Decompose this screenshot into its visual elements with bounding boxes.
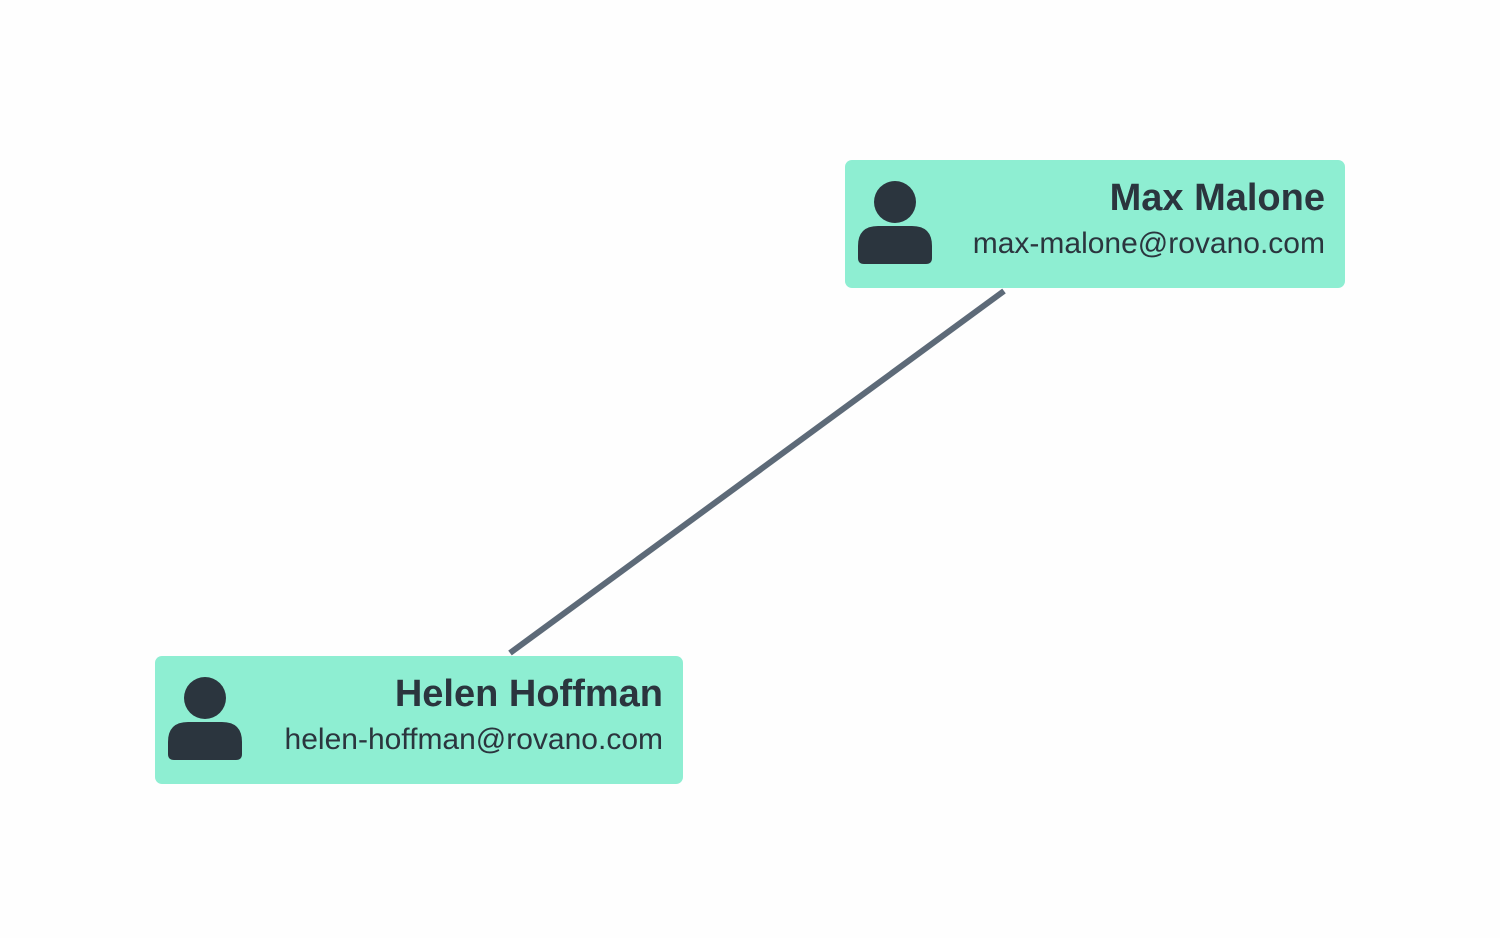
node-name: Helen Hoffman — [394, 673, 663, 715]
node-name: Max Malone — [1109, 177, 1325, 219]
person-icon — [168, 677, 242, 760]
node-helen-hoffman[interactable]: Helen Hoffman helen-hoffman@rovano.com — [155, 656, 683, 784]
node-email: helen-hoffman@rovano.com — [284, 723, 663, 756]
node-max-malone[interactable]: Max Malone max-malone@rovano.com — [845, 160, 1345, 288]
person-icon — [858, 181, 932, 264]
edge-max-malone-to-helen-hoffman[interactable] — [508, 288, 1006, 656]
node-email: max-malone@rovano.com — [972, 227, 1325, 260]
